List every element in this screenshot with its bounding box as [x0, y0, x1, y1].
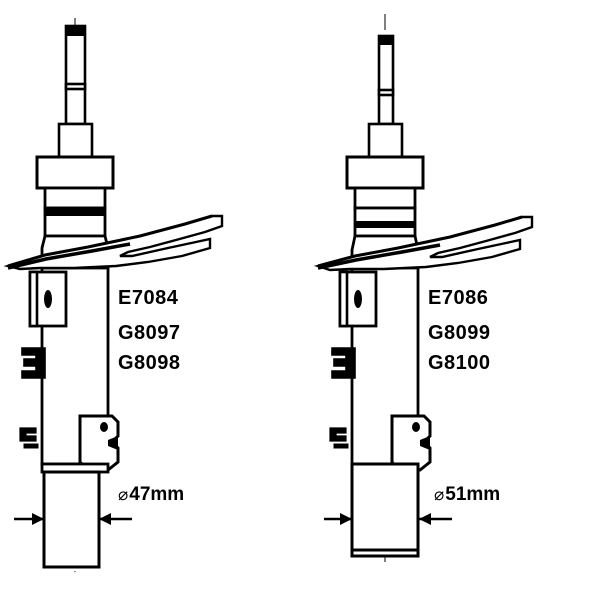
- left-piston-rod-band: [64, 82, 87, 91]
- right-lower-bracket-hole: [412, 422, 420, 432]
- right-black-band: [354, 221, 416, 228]
- left-lower-bracket-notch: [108, 436, 118, 450]
- left-brake-hose-clip-tab: [23, 443, 39, 449]
- left-dim-arrowhead-right: [99, 513, 111, 525]
- left-part-number-3: G8098: [118, 352, 181, 374]
- left-lower-bracket-hole: [100, 422, 108, 432]
- right-lower-tube: [350, 462, 420, 558]
- left-lower-tube: [42, 470, 101, 569]
- right-mounting-bracket-rib: [338, 270, 349, 328]
- right-dim-arrowhead-right: [419, 513, 431, 525]
- left-diameter-icon: ⌀: [118, 485, 129, 504]
- right-flange-under-edge: [317, 243, 441, 270]
- left-flange-under-edge: [7, 242, 131, 270]
- right-diameter-dimension: ⌀51mm: [434, 485, 500, 504]
- left-mounting-bracket-rib: [28, 270, 39, 328]
- right-strut-assembly: [313, 14, 534, 562]
- left-c-clip-bracket: [21, 347, 46, 379]
- right-bracket-oval-hole: [354, 290, 362, 308]
- right-c-clip-bracket: [331, 347, 356, 379]
- left-piston-rod: [64, 24, 87, 126]
- left-part-number-1: E7084: [118, 287, 179, 309]
- right-part-number-1: E7086: [428, 287, 489, 309]
- right-diameter-value: 51mm: [445, 484, 501, 505]
- left-diameter-dimension: ⌀47mm: [118, 485, 184, 504]
- right-brake-hose-clip-tab: [333, 443, 349, 449]
- left-piston-rod-cap: [65, 25, 86, 36]
- right-body-section-1: [353, 186, 417, 210]
- right-piston-rod-cap: [378, 35, 394, 45]
- right-dim-arrowhead-left: [340, 513, 352, 525]
- right-lower-bracket-notch: [420, 436, 430, 450]
- right-part-number-2: G8099: [428, 322, 491, 344]
- left-flange-top-edge: [7, 214, 213, 268]
- left-rod-shoulder: [57, 122, 94, 159]
- left-dimension-arrows: [14, 513, 132, 525]
- right-upper-collar: [345, 155, 425, 190]
- left-body-section-1: [43, 186, 107, 210]
- right-piston-rod-band: [377, 88, 395, 97]
- right-diameter-icon: ⌀: [434, 485, 445, 504]
- left-part-number-2: G8097: [118, 322, 181, 344]
- right-rod-shoulder: [367, 122, 404, 159]
- right-dimension-arrows: [324, 513, 452, 525]
- left-bracket-oval-hole: [44, 290, 52, 308]
- left-black-band: [44, 209, 106, 216]
- right-brake-hose-clip: [329, 427, 347, 442]
- left-diameter-value: 47mm: [129, 484, 185, 505]
- left-upper-collar: [35, 155, 115, 190]
- left-brake-hose-clip: [19, 427, 37, 442]
- right-flange-top-edge: [317, 215, 523, 268]
- right-tube-end-cap: [350, 548, 420, 558]
- right-piston-rod: [377, 34, 395, 126]
- left-strut-assembly: [3, 18, 224, 572]
- right-part-number-3: G8100: [428, 352, 491, 374]
- left-dim-arrowhead-left: [32, 513, 44, 525]
